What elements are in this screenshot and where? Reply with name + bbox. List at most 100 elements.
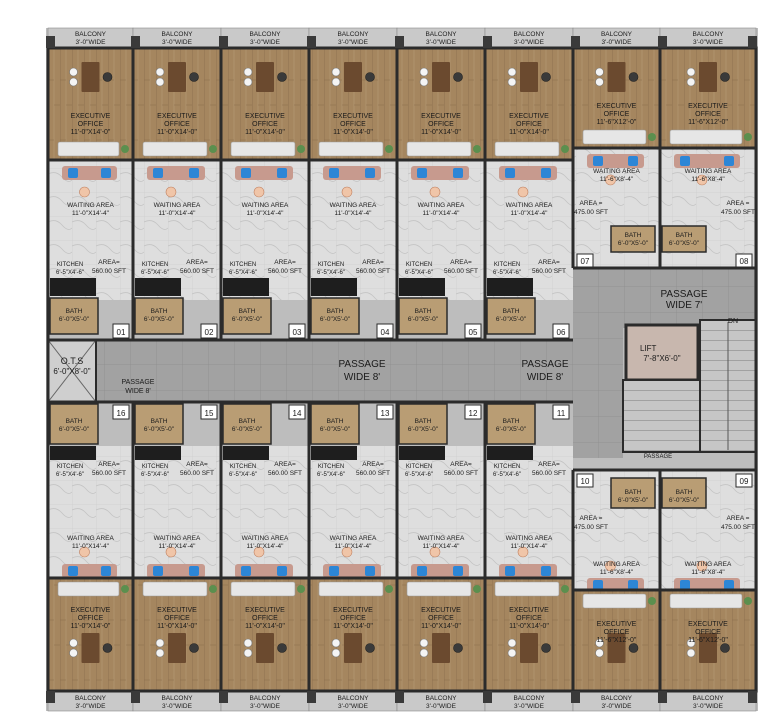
executive-office-plant <box>561 145 569 153</box>
bath-floor <box>610 225 656 253</box>
executive-office-chair <box>69 638 78 648</box>
unit-number-box <box>112 323 130 339</box>
office-label: OFFICE <box>252 615 278 622</box>
bath-floor <box>310 403 360 445</box>
area-label: AREA= <box>362 259 384 266</box>
kitchen-size: 6'-5"X4'-6" <box>56 472 84 478</box>
waiting-area-label: WAITING AREA <box>242 202 289 209</box>
executive-office-chair <box>365 643 375 653</box>
bath-label: BATH <box>327 308 344 315</box>
waiting-area-chair-blue <box>68 566 78 576</box>
kitchen-counter <box>487 278 533 296</box>
executive-office-chair <box>507 67 517 77</box>
bath-size: 6'-0"X5'-0" <box>408 316 439 323</box>
kitchen-counter <box>311 278 357 296</box>
executive-office-plant <box>385 145 393 153</box>
bath-label: BATH <box>676 489 693 496</box>
executive-office-chair <box>628 643 639 653</box>
balcony-size: 3'-0"WIDE <box>250 39 281 46</box>
kitchen-size: 6'-5"X4'-6" <box>405 270 433 276</box>
unit-number-box <box>735 473 753 488</box>
executive-office-sofa <box>318 141 384 157</box>
office-size: 11'-0"X14'-0" <box>245 623 285 630</box>
executive-office-desk <box>432 62 450 92</box>
kitchen-counter <box>487 446 533 460</box>
executive-office-chair <box>155 648 165 658</box>
kitchen-counter <box>50 446 96 460</box>
executive-office-chair <box>277 72 287 82</box>
waiting-area-label: WAITING AREA <box>418 202 465 209</box>
area-value: 475.00 SFT <box>721 209 755 216</box>
waiting-area-size: 11'-0"X14'-4" <box>247 210 285 217</box>
kitchen-label: KITCHEN <box>406 262 432 268</box>
unit-number: 15 <box>205 409 214 418</box>
waiting-area-table <box>696 174 708 186</box>
passage-width: WIDE 8' <box>527 372 563 383</box>
bath-label: BATH <box>676 232 693 239</box>
executive-office-chair <box>331 67 341 77</box>
balcony-label: BALCONY <box>692 695 724 702</box>
waiting-area-table <box>341 546 353 558</box>
bath-size: 6'-0"X5'-0" <box>496 316 527 323</box>
bath-label: BATH <box>151 308 168 315</box>
waiting-area-floor <box>485 446 573 578</box>
area-value: 560.00 SFT <box>356 268 390 275</box>
executive-office-chair <box>419 648 429 658</box>
executive-office-chair <box>189 643 199 653</box>
office-size: 11'-0"X14'-0" <box>421 129 461 136</box>
unit-number: 03 <box>293 328 302 337</box>
waiting-area-label: WAITING AREA <box>242 535 289 542</box>
area-label: AREA = <box>580 515 603 522</box>
executive-office-chair <box>243 77 253 87</box>
kitchen-label: KITCHEN <box>230 262 256 268</box>
structural-column <box>46 36 55 48</box>
waiting-area-chair-blue <box>365 566 375 576</box>
structural-column <box>483 691 492 703</box>
passage-width: WIDE 7' <box>666 300 702 311</box>
executive-office-chair <box>686 648 696 658</box>
lift-shaft <box>624 323 700 382</box>
structural-column <box>307 691 316 703</box>
executive-office-desk <box>607 633 626 663</box>
bath-label: BATH <box>151 418 168 425</box>
executive-office-chair <box>155 77 165 87</box>
waiting-area-chair-blue <box>101 566 111 576</box>
unit-number-box <box>464 404 482 420</box>
kitchen-counter <box>223 446 269 460</box>
office-label: EXECUTIVE <box>157 113 197 120</box>
unit-number: 09 <box>740 477 749 486</box>
area-value: 475.00 SFT <box>721 524 755 531</box>
unit-number-box <box>112 404 130 420</box>
executive-office-chair <box>507 77 517 87</box>
passage-label: PASSAGE <box>644 454 672 460</box>
unit-number-box <box>288 404 306 420</box>
executive-office-desk <box>520 62 538 92</box>
bath-floor <box>222 403 272 445</box>
waiting-area-floor <box>309 446 397 578</box>
waiting-area-floor <box>397 160 485 300</box>
bath-size: 6'-0"X5'-0" <box>144 426 175 433</box>
passage-label: PASSAGE <box>338 359 385 370</box>
bath-size: 6'-0"X5'-0" <box>144 316 175 323</box>
kitchen-label: KITCHEN <box>494 464 520 470</box>
executive-office-chair <box>69 67 78 77</box>
unit-number: 01 <box>117 328 126 337</box>
structural-column <box>658 691 667 703</box>
bath-size: 6'-0"X5'-0" <box>320 426 351 433</box>
ots-size: 6'-0"X8'-0" <box>53 367 90 376</box>
balcony-label: BALCONY <box>75 31 107 38</box>
executive-office-chair <box>541 643 551 653</box>
kitchen-label: KITCHEN <box>230 464 256 470</box>
executive-office-chair <box>507 648 517 658</box>
waiting-area-size: 11'-0"X14'-4" <box>335 543 373 550</box>
bath-size: 6'-0"X5'-0" <box>232 316 263 323</box>
unit-number: 16 <box>117 409 126 418</box>
waiting-area-chair-blue <box>680 580 690 590</box>
unit-number: 13 <box>381 409 390 418</box>
structural-column <box>307 36 316 48</box>
area-value: 560.00 SFT <box>180 268 214 275</box>
balcony-size: 3'-0"WIDE <box>162 39 193 46</box>
executive-office-chair <box>507 638 517 648</box>
waiting-area-table <box>605 560 616 572</box>
